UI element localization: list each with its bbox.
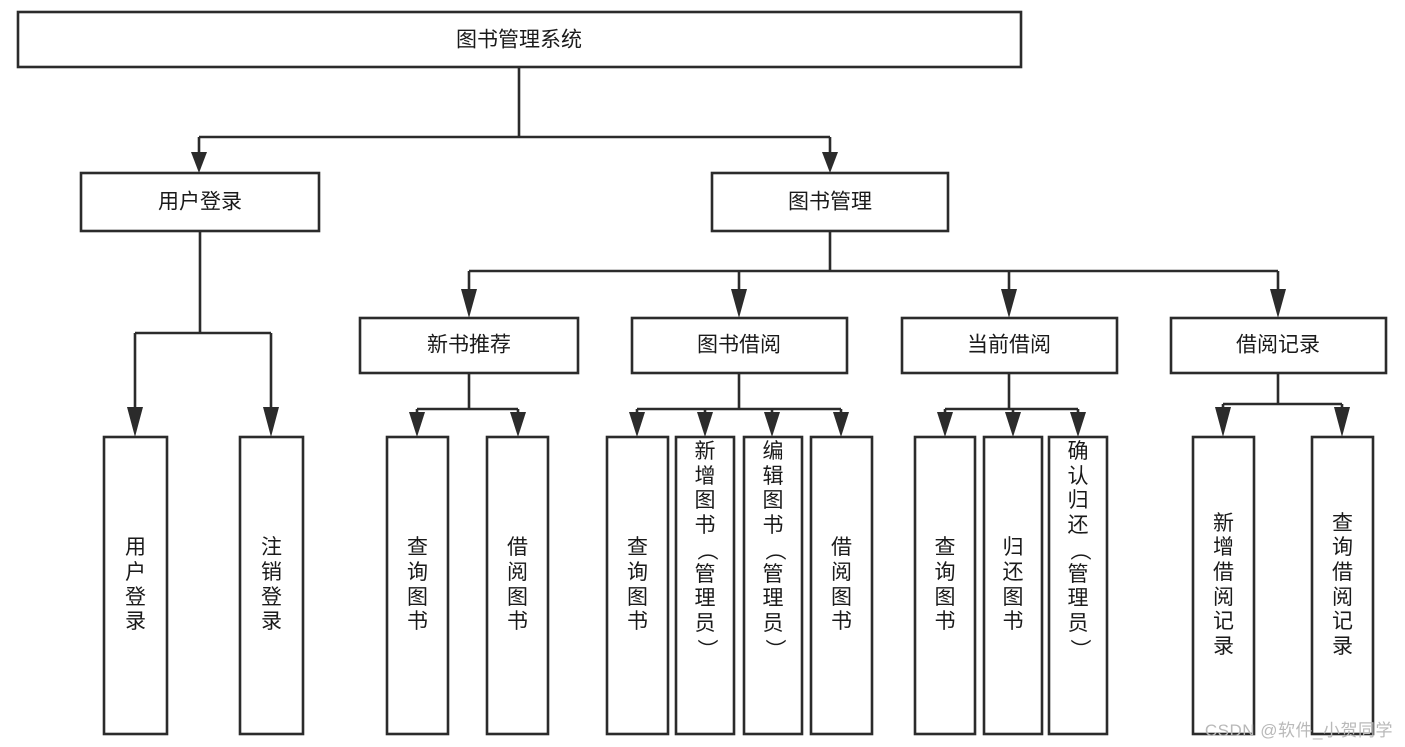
borrow-record-label: 借阅记录 — [1236, 334, 1320, 357]
new-book-recommend-box — [358, 316, 580, 375]
root-box — [16, 10, 1023, 69]
node-root[interactable]: 图书管理系统 — [16, 10, 1023, 69]
arrowhead-leaf-add-record — [1215, 407, 1231, 437]
arrowhead-leaf-user-login — [127, 407, 143, 437]
current-borrow-box — [900, 316, 1119, 375]
node-user-login[interactable]: 用户登录 — [79, 171, 321, 233]
arrowhead-leaf-add-book — [697, 412, 713, 437]
arrowhead-leaf-query-record — [1334, 407, 1350, 437]
book-management-label: 图书管理 — [788, 191, 872, 214]
borrow-record-box — [1169, 316, 1388, 375]
leaf-borrow-book-1-box[interactable] — [485, 435, 550, 736]
arrowhead-leaf-borrow-book-2 — [833, 412, 849, 437]
node-new-book-recommend[interactable]: 新书推荐 — [358, 316, 580, 375]
leaf-borrow-book-2-box[interactable] — [809, 435, 874, 736]
leaf-query-book-3-box[interactable] — [913, 435, 977, 736]
arrowhead-borrow-record — [1270, 289, 1286, 318]
arrowhead-leaf-query-book-2 — [629, 412, 645, 437]
leaf-user-login-box[interactable] — [102, 435, 169, 736]
arrowhead-current-borrow — [1001, 289, 1017, 318]
user-login-label: 用户登录 — [158, 191, 242, 214]
node-current-borrow[interactable]: 当前借阅 — [900, 316, 1119, 375]
node-borrow-record[interactable]: 借阅记录 — [1169, 316, 1388, 375]
arrowhead-leaf-return-book — [1005, 412, 1021, 437]
csdn-watermark: CSDN @软件_小贺同学 — [1204, 721, 1393, 740]
leaf-query-record-box[interactable] — [1310, 435, 1375, 736]
node-book-management[interactable]: 图书管理 — [710, 171, 950, 233]
leaf-confirm-return-box[interactable] — [1047, 435, 1109, 736]
book-borrow-label: 图书借阅 — [697, 334, 781, 357]
arrowhead-leaf-borrow-book-1 — [510, 412, 526, 437]
leaf-logout-login-box[interactable] — [238, 435, 305, 736]
arrowhead-leaf-query-book-3 — [937, 412, 953, 437]
node-book-borrow[interactable]: 图书借阅 — [630, 316, 849, 375]
arrowhead-bookmgmt — [822, 152, 838, 173]
new-book-recommend-label: 新书推荐 — [427, 334, 511, 357]
arrowhead-leaf-query-book-1 — [409, 412, 425, 437]
leaf-add-book-box[interactable] — [674, 435, 736, 736]
arrowhead-userlogin — [191, 152, 207, 173]
arrowhead-leaf-confirm-return — [1070, 412, 1086, 437]
book-management-box — [710, 171, 950, 233]
leaf-add-record-box[interactable] — [1191, 435, 1256, 736]
current-borrow-label: 当前借阅 — [967, 334, 1051, 357]
arrowhead-new-book-recommend — [461, 289, 477, 318]
book-borrow-box — [630, 316, 849, 375]
leaf-query-book-2-box[interactable] — [605, 435, 670, 736]
leaf-query-book-1-box[interactable] — [385, 435, 450, 736]
leaf-edit-book-box[interactable] — [742, 435, 804, 736]
arrowhead-book-borrow — [731, 289, 747, 318]
leaf-return-book-box[interactable] — [982, 435, 1044, 736]
arrowhead-leaf-logout-login — [263, 407, 279, 437]
root-label: 图书管理系统 — [456, 29, 582, 52]
arrowhead-leaf-edit-book — [764, 412, 780, 437]
